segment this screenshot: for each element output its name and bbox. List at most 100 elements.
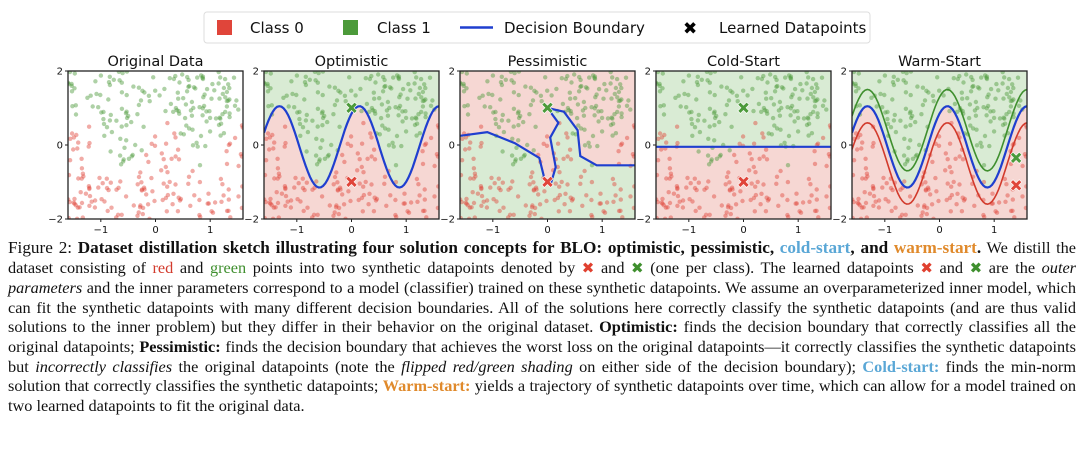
class1-point (991, 129, 997, 134)
class0-point (152, 134, 158, 139)
class1-point (123, 111, 129, 116)
class1-point (480, 93, 485, 98)
class1-point (804, 71, 809, 75)
class1-point (707, 106, 713, 112)
class1-point (119, 106, 125, 112)
class0-point (68, 136, 73, 141)
class1-point (177, 111, 182, 116)
class1-point (419, 95, 424, 100)
class1-point (890, 80, 896, 85)
class0-point (420, 208, 426, 214)
class1-point (384, 108, 390, 113)
class1-point (396, 74, 402, 79)
class0-point (372, 195, 377, 200)
class1-point (200, 74, 206, 79)
class0-point (363, 179, 368, 185)
class0-point (982, 214, 987, 219)
class0-point (460, 215, 463, 219)
class0-point (604, 200, 610, 205)
class1-point (696, 149, 701, 154)
class0-point (478, 124, 484, 129)
class0-point (580, 203, 585, 208)
class0-point (806, 176, 812, 182)
class1-point (984, 76, 990, 82)
class0-point (725, 205, 731, 210)
class0-point (943, 151, 948, 156)
class0-point (820, 135, 826, 141)
class0-point (310, 187, 315, 192)
class1-point (786, 133, 792, 139)
class0-point (369, 135, 374, 140)
class1-point (347, 75, 352, 80)
class0-point (947, 164, 952, 170)
class0-point (876, 198, 882, 203)
class1-point (952, 101, 958, 107)
class0-point (478, 144, 483, 149)
panel-title: Pessimistic (508, 54, 588, 70)
class1-point (396, 75, 401, 81)
class1-point (969, 74, 974, 80)
class0-point (282, 144, 287, 149)
class0-point (527, 213, 532, 218)
y-tick-label: −2 (832, 215, 847, 226)
legend-learned-marker: ✖ (683, 19, 697, 39)
class1-point (217, 115, 222, 120)
class0-point (944, 197, 949, 203)
class1-point (403, 115, 409, 121)
class1-point (592, 106, 597, 111)
class0-point (589, 212, 594, 218)
class1-point (393, 163, 399, 168)
y-tick-label: 0 (841, 141, 847, 152)
class0-point (468, 176, 473, 181)
class0-point (264, 172, 268, 178)
class1-point (682, 91, 687, 97)
class1-point (140, 88, 145, 94)
class0-point (300, 185, 306, 191)
class1-point (811, 95, 816, 100)
caption-text: (one per class). The learned datapoints (650, 257, 914, 277)
caption-incorrectly: incorrectly classifies (35, 356, 173, 376)
class0-point (734, 159, 739, 165)
class0-point (867, 191, 873, 196)
class1-point (579, 83, 584, 89)
class1-point (824, 107, 829, 112)
class0-point (119, 212, 124, 217)
x-tick-label: −1 (877, 225, 892, 236)
class0-point (100, 181, 105, 186)
class1-point (573, 96, 578, 101)
class1-point (338, 90, 343, 95)
class1-point (147, 99, 152, 104)
class0-point (104, 185, 110, 191)
class0-point (870, 184, 876, 189)
class1-point (119, 90, 125, 95)
class0-point (727, 187, 733, 192)
class0-point (667, 156, 672, 161)
class1-point (686, 92, 691, 98)
class0-point (774, 181, 779, 186)
class0-point (140, 205, 146, 211)
class0-point (555, 164, 560, 170)
class0-point (531, 188, 536, 193)
class0-point (342, 159, 347, 165)
class1-point (613, 131, 619, 136)
class0-point (279, 191, 285, 196)
class0-point (657, 131, 663, 136)
class0-point (662, 132, 667, 138)
class1-point (265, 81, 270, 87)
class0-point (300, 176, 305, 181)
class0-point (1024, 184, 1027, 189)
class1-point (216, 122, 222, 128)
class0-point (197, 179, 203, 185)
class1-point (337, 124, 342, 129)
x-tick-label: 0 (152, 225, 158, 236)
class0-point (422, 142, 428, 148)
class1-point (490, 92, 495, 98)
class0-point (924, 211, 929, 217)
class0-point (631, 154, 635, 159)
class0-point (145, 202, 151, 207)
class1-point (513, 157, 518, 162)
class1-point (1005, 85, 1011, 91)
class1-point (201, 95, 206, 100)
